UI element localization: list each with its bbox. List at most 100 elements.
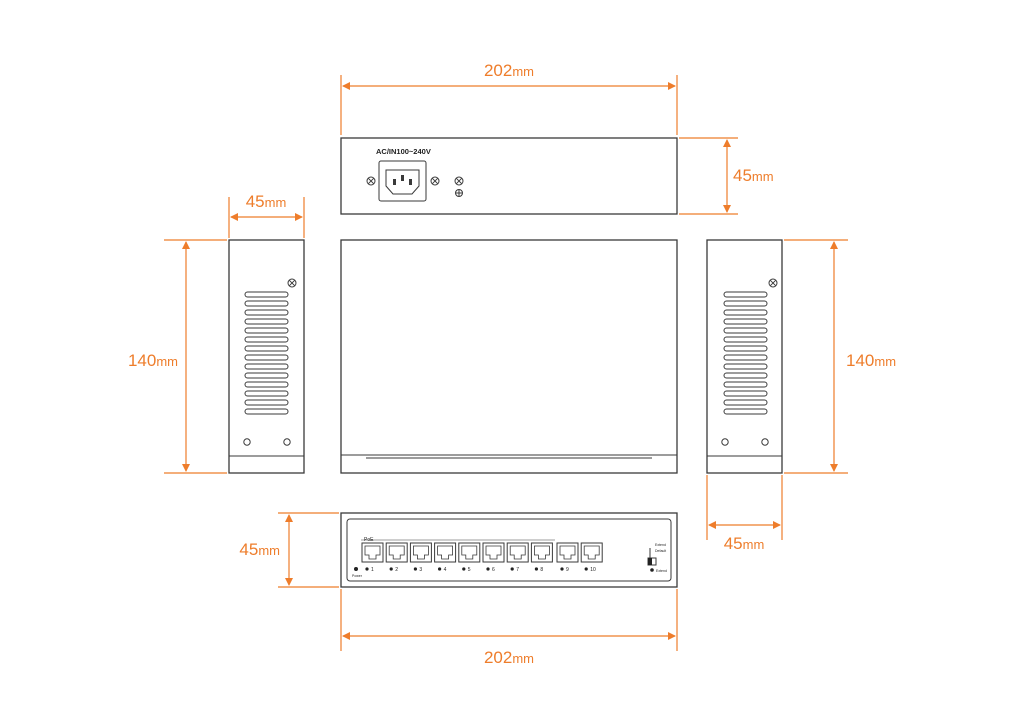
vent-slot	[244, 291, 289, 298]
vent-slot	[723, 345, 768, 352]
vent-slot-icon	[723, 291, 768, 415]
dim-right-width-value: 45	[724, 534, 743, 553]
switch-label-default: Default	[655, 549, 666, 553]
dim-rear-value: 45	[733, 166, 752, 185]
vent-slot	[244, 381, 289, 388]
rj45-port-icon	[434, 542, 457, 563]
rj45-port-icon	[385, 542, 408, 563]
rj45-port-icon	[506, 542, 529, 563]
vent-slot	[723, 291, 768, 298]
power-socket-icon	[378, 160, 427, 202]
dimension-top-width: 202mm	[340, 61, 678, 135]
dim-front-unit: mm	[258, 543, 280, 558]
port-label: 8	[540, 567, 543, 573]
vent-slot	[723, 381, 768, 388]
rj45-port-icon	[409, 542, 432, 563]
dimension-bottom-width: 202mm	[340, 589, 678, 667]
vent-slot	[723, 354, 768, 361]
dimension-left-width: 45mm	[228, 192, 305, 238]
rj45-port-icon	[458, 542, 481, 563]
dimension-right-depth: 140mm	[784, 239, 896, 474]
dim-right-depth-unit: mm	[874, 354, 896, 369]
port-label: 9	[566, 567, 569, 573]
rj45-port-icon	[580, 542, 603, 563]
top-view-panel	[340, 239, 678, 474]
svg-text:45mm: 45mm	[733, 166, 774, 185]
screw-icon	[287, 278, 297, 288]
power-label: AC/IN100~240V	[376, 147, 431, 156]
rj45-port-icon	[482, 542, 505, 563]
extend-led-label: Extend	[656, 569, 667, 573]
port-label: 6	[492, 567, 495, 573]
screw-icon	[768, 278, 778, 288]
dim-right-depth-value: 140	[846, 351, 874, 370]
vent-slot	[723, 318, 768, 325]
svg-text:140mm: 140mm	[846, 351, 896, 370]
dim-left-depth-value: 140	[128, 351, 156, 370]
svg-text:140mm: 140mm	[128, 351, 178, 370]
vent-slot	[244, 372, 289, 379]
rj45-port-icon	[556, 542, 579, 563]
dim-rear-unit: mm	[752, 169, 774, 184]
port-led	[560, 567, 564, 571]
svg-text:202mm: 202mm	[484, 61, 534, 80]
dim-right-width-unit: mm	[743, 537, 765, 552]
port-label: 10	[590, 567, 596, 573]
dim-left-depth-unit: mm	[156, 354, 178, 369]
vent-slot-icon	[244, 291, 289, 415]
port-led	[365, 567, 369, 571]
dip-switch: Extend Default Extend	[647, 543, 667, 573]
dim-top-unit: mm	[512, 64, 534, 79]
rj45-port-icon	[530, 542, 553, 563]
vent-slot	[244, 408, 289, 415]
port-led	[534, 567, 539, 571]
dimension-left-depth: 140mm	[128, 239, 227, 474]
dimension-rear-height: 45mm	[679, 137, 774, 215]
right-side-panel	[706, 239, 783, 474]
vent-slot	[723, 327, 768, 334]
screw-icon	[430, 176, 440, 186]
vent-slot	[244, 309, 289, 316]
dim-top-value: 202	[484, 61, 512, 80]
screw-icon	[366, 176, 376, 186]
svg-text:202mm: 202mm	[484, 648, 534, 667]
vent-slot	[244, 318, 289, 325]
dimension-front-height: 45mm	[239, 512, 339, 588]
dim-bottom-unit: mm	[512, 651, 534, 666]
power-led-label: Power	[352, 574, 363, 578]
switch-label-extend: Extend	[655, 543, 666, 547]
svg-text:45mm: 45mm	[246, 192, 287, 211]
vent-slot	[244, 300, 289, 307]
dim-bottom-value: 202	[484, 648, 512, 667]
vent-slot	[723, 336, 768, 343]
dim-front-value: 45	[239, 540, 258, 559]
vent-slot	[723, 372, 768, 379]
port-led	[510, 567, 514, 571]
vent-slot	[244, 363, 289, 370]
rear-panel: AC/IN100~240V	[340, 137, 678, 215]
vent-slot	[723, 363, 768, 370]
svg-text:45mm: 45mm	[724, 534, 765, 553]
svg-text:45mm: 45mm	[239, 540, 280, 559]
port-label: 1	[371, 567, 374, 573]
vent-slot	[723, 300, 768, 307]
vent-slot	[723, 408, 768, 415]
vent-slot	[723, 309, 768, 316]
port-label: 2	[395, 567, 398, 573]
vent-slot	[244, 336, 289, 343]
port-label: 5	[468, 567, 471, 573]
ground-icon	[454, 176, 464, 197]
vent-slot	[244, 399, 289, 406]
vent-slot	[244, 354, 289, 361]
left-side-panel	[228, 239, 305, 474]
vent-slot	[723, 390, 768, 397]
port-label: 4	[444, 567, 447, 573]
dim-left-width-value: 45	[246, 192, 265, 211]
vent-slot	[723, 399, 768, 406]
port-led	[389, 567, 393, 571]
dimension-right-width: 45mm	[706, 475, 783, 553]
port-led	[413, 567, 417, 571]
port-led	[462, 567, 466, 571]
